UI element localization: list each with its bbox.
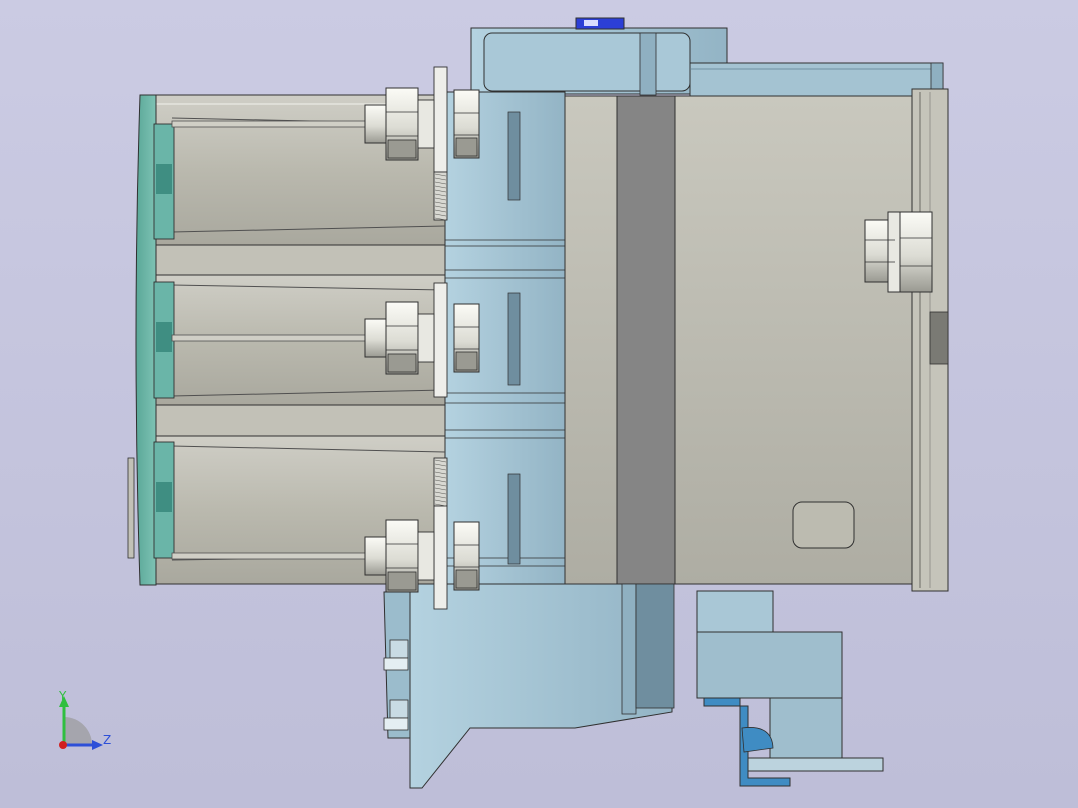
terminal-bolt-bottom xyxy=(171,519,480,593)
y-axis-label: Y xyxy=(58,689,67,703)
screw-shank xyxy=(171,120,368,128)
lower-mounting-bracket xyxy=(383,583,675,789)
flat-washer xyxy=(417,99,435,149)
y-axis-arrowhead xyxy=(59,696,69,707)
triad-arc xyxy=(64,717,92,745)
chamber-separator xyxy=(154,244,446,276)
flat-washer xyxy=(417,531,435,581)
top-terminal-cover xyxy=(470,27,944,98)
screw-head xyxy=(364,318,390,358)
chamber-separator xyxy=(154,404,446,437)
z-axis-label: Z xyxy=(103,733,111,747)
x-axis-dot xyxy=(59,741,67,749)
coil-terminal-nut xyxy=(864,211,933,293)
screw-head xyxy=(364,536,390,576)
screw-shank xyxy=(171,552,368,560)
screw-head xyxy=(364,104,390,144)
screw-shank xyxy=(171,334,368,342)
terminal-washer-plate xyxy=(433,66,448,610)
orientation-triad[interactable]: Y Z xyxy=(58,689,111,750)
top-blue-latch xyxy=(575,17,625,30)
z-axis-arrowhead xyxy=(92,740,103,750)
housing-dark-band xyxy=(616,95,676,585)
terminal-bolt-middle xyxy=(171,301,480,375)
lower-auxiliary-block xyxy=(696,590,884,787)
flat-washer xyxy=(417,313,435,363)
terminal-bolt-top xyxy=(171,87,480,161)
front-face-plate xyxy=(127,94,175,586)
